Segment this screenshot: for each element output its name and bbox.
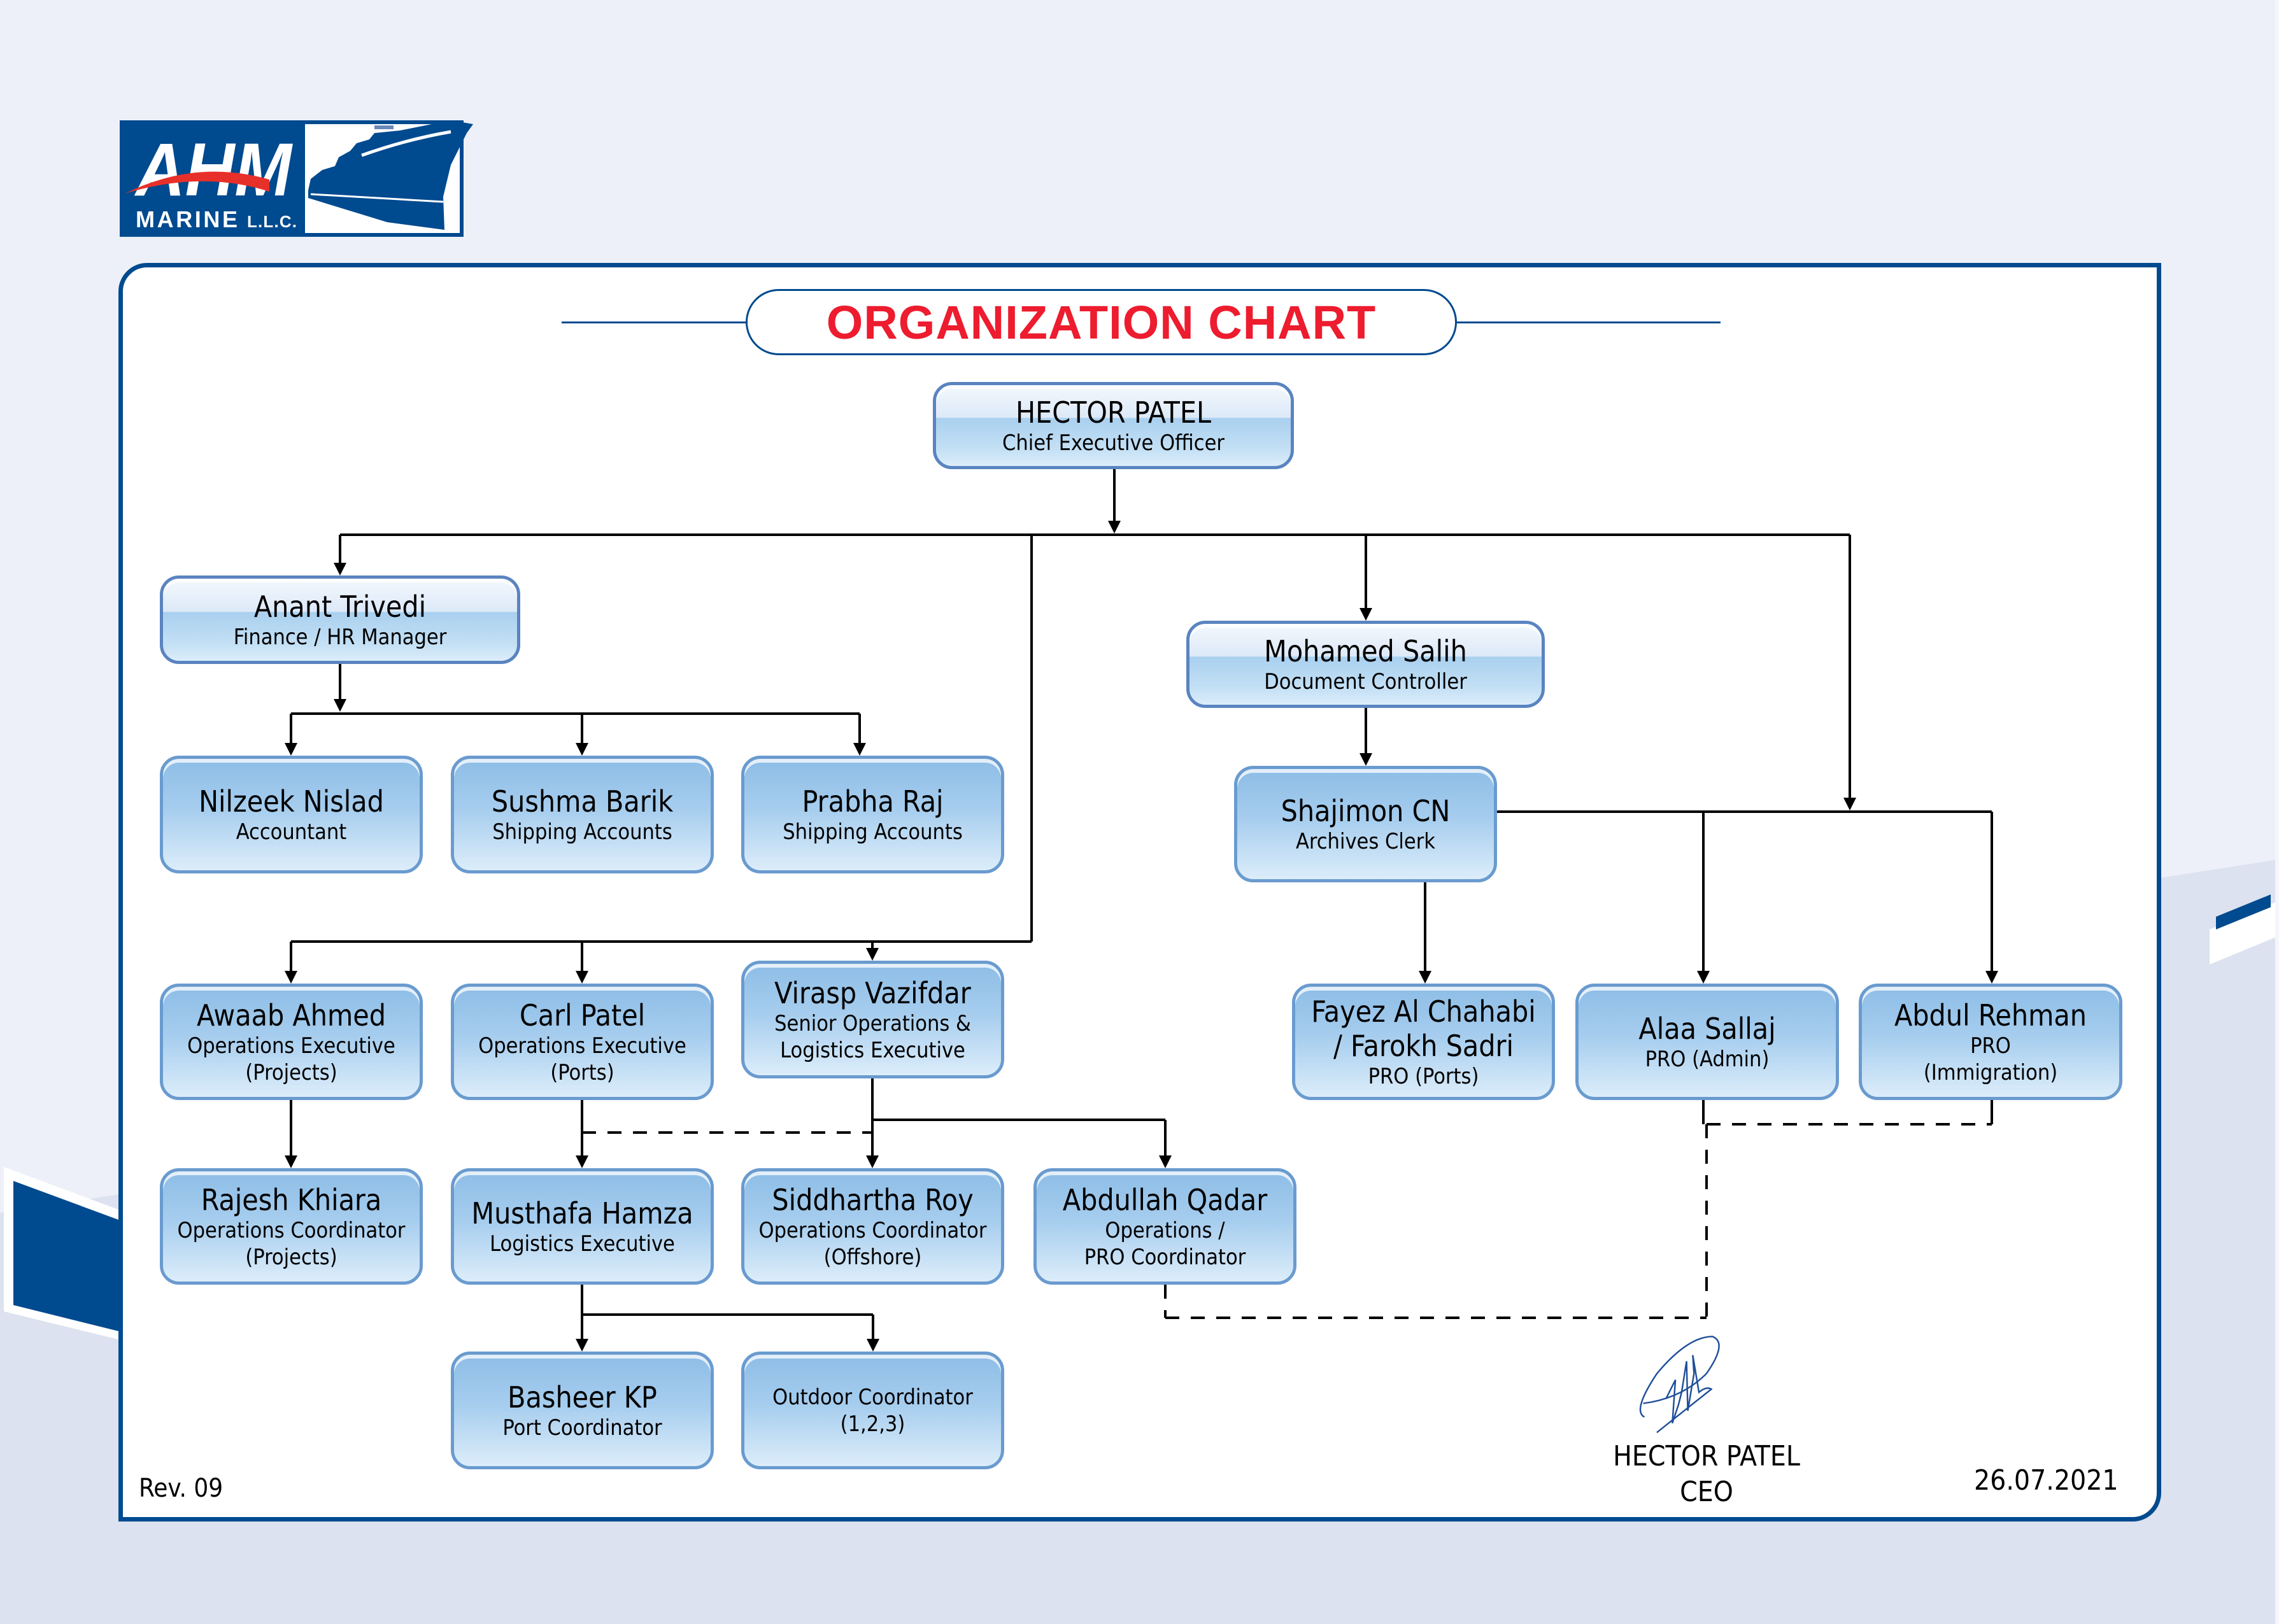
node-name: Carl Patel <box>519 998 646 1033</box>
node-role-detail: (Ports) <box>550 1059 614 1085</box>
node-name: Awaab Ahmed <box>196 998 387 1033</box>
node-outdoor-coordinator: Outdoor Coordinator (1,2,3) <box>741 1352 1004 1469</box>
node-role: Finance / HR Manager <box>233 624 447 650</box>
node-port-coordinator: Basheer KP Port Coordinator <box>451 1352 714 1469</box>
node-role: Logistics Executive <box>490 1231 675 1257</box>
node-role: Operations Executive <box>478 1033 686 1059</box>
node-shipping-accounts-2: Prabha Raj Shipping Accounts <box>741 756 1004 873</box>
node-ops-pro-coordinator: Abdullah Qadar Operations / PRO Coordina… <box>1033 1168 1296 1285</box>
node-role: Port Coordinator <box>502 1415 662 1441</box>
node-role-detail: (Projects) <box>245 1059 337 1085</box>
node-role: Operations / <box>1105 1217 1225 1243</box>
node-archives-clerk: Shajimon CN Archives Clerk <box>1234 766 1497 882</box>
node-role: Accountant <box>236 819 347 845</box>
node-name: Fayez Al Chahabi <box>1311 994 1536 1029</box>
node-role: Shipping Accounts <box>783 819 963 845</box>
node-role: PRO (Admin) <box>1645 1046 1770 1072</box>
node-name: HECTOR PATEL <box>1015 395 1212 430</box>
title-rule-right <box>1456 321 1721 323</box>
node-name: Sushma Barik <box>491 784 674 819</box>
node-name: Virasp Vazifdar <box>774 975 971 1010</box>
signatory-name: HECTOR PATEL <box>1613 1440 1800 1472</box>
ceo-signature <box>1639 1336 1720 1434</box>
node-ops-exec-projects: Awaab Ahmed Operations Executive (Projec… <box>160 984 423 1100</box>
node-role: PRO (Ports) <box>1368 1063 1479 1089</box>
node-role: Document Controller <box>1264 668 1467 695</box>
page-title: ORGANIZATION CHART <box>826 295 1377 349</box>
node-role-detail: (Offshore) <box>823 1244 922 1270</box>
node-role-detail: Logistics Executive <box>780 1037 965 1063</box>
revision-label: Rev. 09 <box>139 1474 224 1503</box>
node-pro-immigration: Abdul Rehman PRO (Immigration) <box>1859 984 2122 1100</box>
logo-suffix: L.L.C. <box>247 212 297 231</box>
title-banner: ORGANIZATION CHART <box>746 289 1457 355</box>
node-role-detail: (1,2,3) <box>840 1411 905 1437</box>
node-name: Mohamed Salih <box>1264 633 1467 668</box>
node-name: Alaa Sallaj <box>1638 1011 1776 1046</box>
title-rule-left <box>562 321 746 323</box>
node-name: Siddhartha Roy <box>772 1182 974 1217</box>
node-name: Prabha Raj <box>802 784 944 819</box>
revision-date: 26.07.2021 <box>1974 1464 2119 1497</box>
company-logo: AHM MARINE L.L.C. <box>120 120 473 237</box>
node-name: Shajimon CN <box>1281 793 1451 828</box>
node-logistics-exec: Musthafa Hamza Logistics Executive <box>451 1168 714 1285</box>
node-accountant: Nilzeek Nislad Accountant <box>160 756 423 873</box>
node-name: Basheer KP <box>508 1380 657 1415</box>
node-role: Operations Coordinator <box>177 1217 406 1243</box>
node-name-alt: / Farokh Sadri <box>1333 1028 1514 1063</box>
node-ops-coord-offshore: Siddhartha Roy Operations Coordinator (O… <box>741 1168 1004 1285</box>
node-role: Senior Operations & <box>774 1010 971 1036</box>
node-role: Archives Clerk <box>1296 828 1435 854</box>
node-senior-ops-logistics: Virasp Vazifdar Senior Operations & Logi… <box>741 961 1004 1078</box>
node-role: Outdoor Coordinator <box>772 1384 973 1410</box>
signatory-title: CEO <box>1680 1476 1733 1508</box>
node-role: Operations Coordinator <box>758 1217 987 1243</box>
node-name: Abdullah Qadar <box>1062 1182 1268 1217</box>
node-ops-exec-ports: Carl Patel Operations Executive (Ports) <box>451 984 714 1100</box>
node-role-detail: PRO Coordinator <box>1084 1244 1246 1270</box>
node-document-controller: Mohamed Salih Document Controller <box>1186 621 1545 708</box>
node-name: Nilzeek Nislad <box>199 784 384 819</box>
chart-panel <box>118 263 2161 1522</box>
node-finance-manager: Anant Trivedi Finance / HR Manager <box>160 575 520 664</box>
node-role: Shipping Accounts <box>492 819 672 845</box>
node-name: Musthafa Hamza <box>471 1196 693 1231</box>
node-pro-admin: Alaa Sallaj PRO (Admin) <box>1575 984 1839 1100</box>
node-ops-coord-projects: Rajesh Khiara Operations Coordinator (Pr… <box>160 1168 423 1285</box>
logo-subtitle: MARINE <box>136 206 238 232</box>
node-shipping-accounts-1: Sushma Barik Shipping Accounts <box>451 756 714 873</box>
node-role: Chief Executive Officer <box>1002 430 1225 456</box>
node-name: Abdul Rehman <box>1894 998 2087 1033</box>
logo-brand: AHM <box>134 128 293 212</box>
node-name: Rajesh Khiara <box>201 1182 382 1217</box>
node-role: Operations Executive <box>187 1033 395 1059</box>
node-pro-ports: Fayez Al Chahabi / Farokh Sadri PRO (Por… <box>1292 984 1555 1100</box>
node-name: Anant Trivedi <box>253 589 427 624</box>
node-role-detail: (Projects) <box>245 1244 337 1270</box>
node-role-detail: (Immigration) <box>1923 1059 2058 1085</box>
node-ceo: HECTOR PATEL Chief Executive Officer <box>933 382 1294 469</box>
node-role: PRO <box>1970 1033 2011 1059</box>
